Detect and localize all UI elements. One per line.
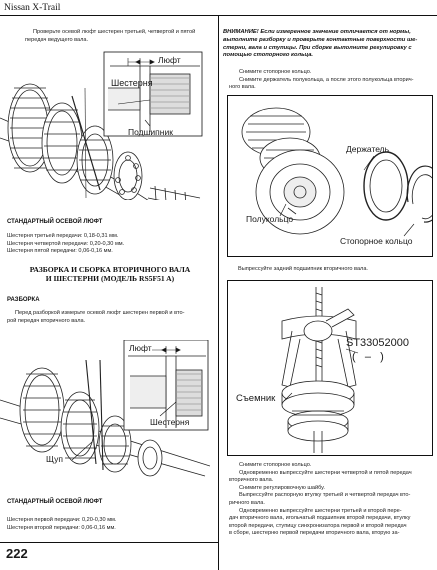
step-c-line: вторичного вала. bbox=[229, 477, 274, 484]
bearing-ring bbox=[113, 151, 143, 201]
warning-line: помощью стопорного кольца. bbox=[223, 52, 314, 59]
fig3-label-halfring: Полукольцо bbox=[246, 214, 294, 224]
hub-shaft bbox=[255, 149, 345, 235]
step-a-line: Снимите стопорное кольцо. bbox=[239, 69, 312, 75]
column-divider bbox=[218, 16, 219, 570]
step-c-line: Одновременно выпрессуйте шестерни третье… bbox=[239, 507, 402, 514]
warning-block: ВНИМАНИЕ! Если измеренное значение отлич… bbox=[223, 29, 433, 60]
warning-line: ВНИМАНИЕ! Если измеренное значение отлич… bbox=[223, 29, 411, 35]
gear-medium bbox=[60, 391, 100, 465]
section2-item: Шестерня первой передачи: 0,20-0,30 мм. bbox=[7, 517, 117, 523]
page-number: 222 bbox=[6, 546, 28, 561]
fig2-label-probe: Щуп bbox=[46, 454, 64, 464]
figure-secondary-shaft-gears: Люфт Шестерня Щуп bbox=[0, 339, 211, 482]
section2-list: Шестерня первой передачи: 0,20-0,30 мм. … bbox=[7, 517, 207, 532]
section2-title: СТАНДАРТНЫЙ ОСЕВОЙ ЛЮФТ bbox=[7, 499, 103, 505]
snap-ring bbox=[406, 165, 437, 223]
step-c-line: Снимите регулировочную шайбу. bbox=[239, 484, 325, 491]
warning-line: стерни, вала и ступицы. При сборке выпол… bbox=[223, 44, 412, 51]
section1-title: СТАНДАРТНЫЙ ОСЕВОЙ ЛЮФТ bbox=[7, 219, 103, 225]
sub-heading-disassembly: РАЗБОРКА bbox=[7, 297, 40, 303]
para-line-2: рой передач вторичного вала. bbox=[7, 317, 86, 324]
holder-ring bbox=[363, 151, 409, 221]
puller-body bbox=[281, 308, 357, 388]
section1-item: Шестерня четвертой передачи: 0,20-0,30 м… bbox=[7, 240, 125, 247]
figure-half-ring-removal: Держатель Полукольцо Стопорное кольцо bbox=[227, 95, 437, 257]
header-rule bbox=[0, 15, 437, 16]
disassembly-paragraph: Перед разборкой измерьте осевой люфт шес… bbox=[7, 310, 217, 325]
section1-item: Шестерня пятой передачи: 0,06-0,16 мм. bbox=[7, 248, 113, 255]
step-a-line: ного вала. bbox=[229, 84, 256, 91]
fig4-tool-paren: ( – ) bbox=[352, 351, 384, 363]
bearing-end bbox=[137, 439, 163, 477]
fig3-label-holder: Держатель bbox=[346, 144, 390, 154]
fig4-label-puller: Съемник bbox=[236, 393, 276, 404]
step-c-line: дач вторичного вала, игольчатый подшипни… bbox=[229, 515, 411, 522]
bearing-and-gears bbox=[281, 380, 355, 453]
step-c-line: Одновременно выпрессуйте шестерни четвер… bbox=[239, 469, 412, 476]
main-heading: РАЗБОРКА И СБОРКА ВТОРИЧНОГО ВАЛА И ШЕСТ… bbox=[5, 265, 215, 284]
section1-list: Шестерня третьей передачи: 0,18-0,31 мм.… bbox=[7, 233, 207, 256]
step-a-line: Снимите держатель полукольца, а после эт… bbox=[239, 76, 414, 83]
step-c-line: Выпрессуйте распорную втулку третьей и ч… bbox=[239, 492, 411, 499]
shaft-drawing bbox=[0, 83, 201, 214]
main-heading-line-1: РАЗБОРКА И СБОРКА ВТОРИЧНОГО ВАЛА bbox=[29, 265, 191, 274]
figure-bearing-puller: ST33052000 ( – ) Съемник bbox=[227, 280, 433, 456]
left-intro: Проверьте осевой люфт шестерен третьей, … bbox=[25, 29, 215, 44]
section2-item: Шестерня второй передачи: 0,06-0,16 мм. bbox=[7, 524, 116, 531]
intro-line-1: Проверьте осевой люфт шестерен третьей, … bbox=[33, 29, 196, 35]
footer-rule bbox=[0, 542, 218, 543]
gear-stack-2 bbox=[41, 102, 83, 184]
fig1-label-bearing: Подшипник bbox=[128, 127, 173, 137]
inset-detail bbox=[108, 58, 200, 132]
para-line-1: Перед разборкой измерьте осевой люфт шес… bbox=[15, 310, 185, 316]
page-header: Nissan X-Trail bbox=[0, 0, 437, 22]
step-c-line: в сборе, шестерню первой передачи вторич… bbox=[229, 530, 400, 537]
warning-line: выполните разборку и проверьте контактны… bbox=[223, 36, 418, 43]
main-heading-line-2: И ШЕСТЕРНИ (МОДЕЛЬ RS5F51 A) bbox=[45, 274, 175, 284]
fig1-label-gear: Шестерня bbox=[111, 78, 153, 88]
step-c-line: Снимите стопорное кольцо. bbox=[239, 462, 312, 468]
section1-item: Шестерня третьей передачи: 0,18-0,31 мм. bbox=[7, 233, 119, 239]
step-b: Выпрессуйте задний подшипник вторичного … bbox=[238, 266, 368, 272]
brand-title: Nissan X-Trail bbox=[4, 3, 61, 13]
fig4-tool-code: ST33052000 bbox=[346, 337, 409, 349]
fig2-label-gear: Шестерня bbox=[150, 417, 190, 427]
intro-line-2: передач ведущего вала. bbox=[25, 36, 89, 43]
step-c-line: второй передачи, ступицу синхронизатора … bbox=[229, 522, 407, 529]
steps-c: Снимите стопорное кольцо. Одновременно в… bbox=[229, 462, 434, 538]
fig1-label-luft: Люфт bbox=[158, 55, 181, 65]
gear-large bbox=[19, 367, 65, 453]
step-c-line: ричного вала. bbox=[229, 499, 265, 506]
steps-a: Снимите стопорное кольцо. Снимите держат… bbox=[229, 69, 434, 92]
gear-small bbox=[98, 415, 132, 473]
figure-main-shaft-gears: Люфт Шестерня Подшипник bbox=[0, 48, 205, 214]
fig3-label-snapring: Стопорное кольцо bbox=[340, 236, 413, 246]
fig2-label-luft: Люфт bbox=[129, 343, 152, 353]
